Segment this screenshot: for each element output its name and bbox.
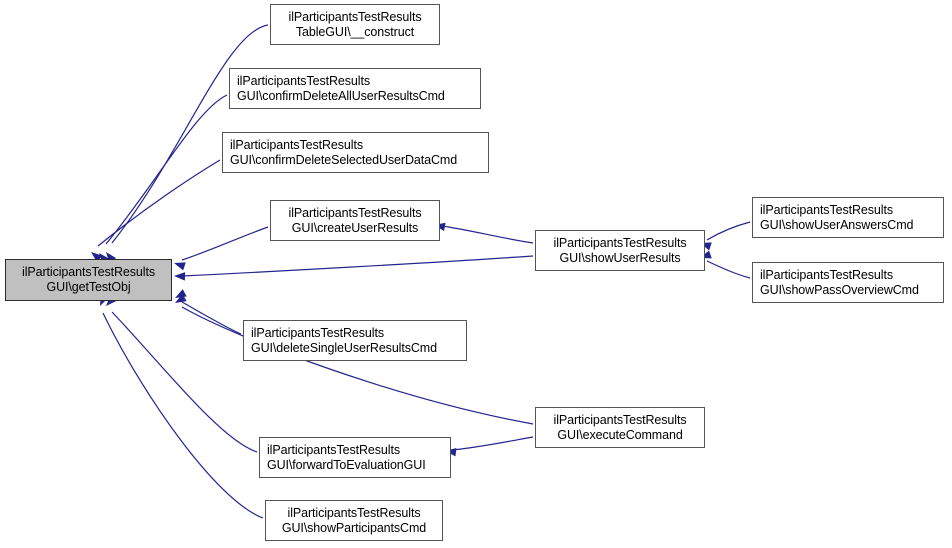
edge-tableConstruct-to-getTestObj [111,24,269,244]
node-label-line1: ilParticipantsTestResults [553,412,687,427]
node-label-line1: ilParticipantsTestResults [251,325,384,340]
node-label-line1: ilParticipantsTestResults [237,73,370,88]
node-label-line1: ilParticipantsTestResults [288,9,422,24]
arrowhead-createUserResults-to-getTestObj [174,262,186,271]
node-label-line2: GUI\deleteSingleUserResultsCmd [251,340,437,355]
node-label-line2: GUI\showUserAnswersCmd [760,217,914,232]
node-label-line2: GUI\forwardToEvaluationGUI [267,457,426,472]
node-label-line2: GUI\createUserResults [291,220,419,235]
node-label-line2: GUI\showPassOverviewCmd [760,282,919,297]
arrowhead-showUserResults-to-getTestObj [174,272,186,281]
node-label-line2: GUI\showParticipantsCmd [281,520,427,535]
arrowhead-confirmDeleteSelectedUserDataCmd-to-getTestObj [91,252,103,263]
arrowhead-deleteSingleUserResultsCmd-to-getTestObj [175,289,187,298]
node-label-line2: GUI\executeCommand [557,427,683,442]
node-label-line1: ilParticipantsTestResults [760,202,893,217]
edge-createUserResults-to-getTestObj [181,226,269,261]
node-label-line1: ilParticipantsTestResults [22,265,155,279]
edge-confirmDeleteSelectedUserDataCmd-to-getTestObj [97,159,221,247]
node-label-line1: ilParticipantsTestResults [288,205,422,220]
node-label-line2: TableGUI\__construct [295,24,415,39]
edge-deleteSingleUserResultsCmd-to-getTestObj [181,301,242,335]
node-label-line1: ilParticipantsTestResults [230,137,363,152]
edge-executeCommand-to-getTestObj [181,306,534,425]
edge-confirmDeleteAllUserResultsCmd-to-getTestObj [105,94,228,245]
node-label-line2: GUI\getTestObj [46,280,131,294]
node-label-line2: GUI\confirmDeleteSelectedUserDataCmd [230,152,458,167]
node-label-line2: GUI\showUserResults [559,250,681,265]
edge-showUserResults-to-createUserResults [441,225,534,244]
edge-showUserAnswersCmd-to-showUserResults [706,221,751,241]
node-label-line2: GUI\confirmDeleteAllUserResultsCmd [237,88,445,103]
arrowhead-executeCommand-to-getTestObj [175,293,187,303]
edge-forwardToEvaluationGUI-to-getTestObj [111,311,258,453]
node-label-line1: ilParticipantsTestResults [553,235,687,250]
arrowhead-tableConstruct-to-getTestObj [106,252,117,264]
node-label-line1: ilParticipantsTestResults [287,505,421,520]
node-label-line1: ilParticipantsTestResults [267,442,400,457]
node-label-line1: ilParticipantsTestResults [760,267,893,282]
edge-showUserResults-to-getTestObj [181,255,534,277]
edge-executeCommand-to-forwardToEvaluationGUI [452,436,534,451]
edge-showPassOverviewCmd-to-showUserResults [706,260,751,279]
edge-showParticipantsCmd-to-getTestObj [102,312,264,519]
